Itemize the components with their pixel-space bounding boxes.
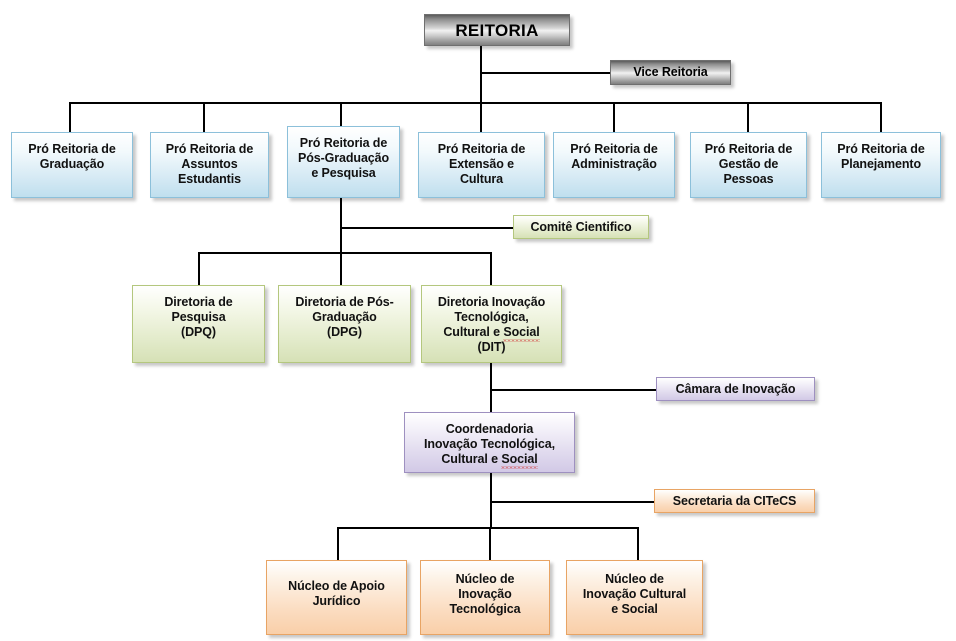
connector-camara [490, 389, 656, 391]
connector-drop-dpq [198, 252, 200, 285]
connector-reitoria-trunk [480, 45, 482, 103]
node-pro-reitoria-pos-graduacao-pesquisa[interactable]: Pró Reitoria de Pós-Graduação e Pesquisa [287, 126, 400, 198]
connector-coordenadoria-trunk [490, 473, 492, 528]
node-pro-reitoria-extensao-cultura[interactable]: Pró Reitoria de Extensão e Cultura [418, 132, 545, 198]
connector-drop-extensao [480, 102, 482, 133]
node-secretaria-citecs[interactable]: Secretaria da CITeCS [654, 489, 815, 513]
connector-nucleos-bus [337, 527, 638, 529]
connector-drop-nucleo-cultural [637, 527, 639, 560]
node-coordenadoria-line3-prefix: Cultural e [441, 452, 502, 466]
node-dit-line1: Diretoria Inovação [437, 295, 546, 309]
connector-drop-pos [340, 102, 342, 133]
connector-vice-reitoria [480, 72, 611, 74]
node-pro-reitoria-gestao-pessoas[interactable]: Pró Reitoria de Gestão de Pessoas [690, 132, 807, 198]
node-diretoria-pos-graduacao-dpg[interactable]: Diretoria de Pós- Graduação (DPG) [278, 285, 411, 363]
connector-drop-nucleo-tecnologica [489, 527, 491, 560]
node-dit-line4: (DIT) [477, 340, 506, 354]
connector-pos-trunk [340, 198, 342, 286]
connector-drop-nucleo-juridico [337, 527, 339, 560]
connector-pro-reitoria-bus [69, 102, 881, 104]
connector-diretorias-bus [198, 252, 492, 254]
node-coordenadoria-line3-misspelled-word: Social [501, 452, 538, 469]
connector-drop-assuntos [203, 102, 205, 133]
node-nucleo-apoio-juridico[interactable]: Núcleo de Apoio Jurídico [266, 560, 407, 635]
connector-dit-trunk [490, 363, 492, 412]
node-nucleo-inovacao-tecnologica[interactable]: Núcleo de Inovação Tecnológica [420, 560, 550, 635]
node-reitoria[interactable]: REITORIA [424, 14, 570, 46]
node-vice-reitoria[interactable]: Vice Reitoria [610, 60, 731, 85]
node-pro-reitoria-planejamento[interactable]: Pró Reitoria de Planejamento [821, 132, 941, 198]
node-diretoria-pesquisa-dpq[interactable]: Diretoria de Pesquisa (DPQ) [132, 285, 265, 363]
connector-drop-graduacao [69, 102, 71, 133]
node-nucleo-inovacao-cultural-social[interactable]: Núcleo de Inovação Cultural e Social [566, 560, 703, 635]
node-dit-line3-misspelled-word: Social [503, 325, 540, 342]
node-pro-reitoria-assuntos-estudantis[interactable]: Pró Reitoria de Assuntos Estudantis [150, 132, 269, 198]
connector-comite [340, 227, 513, 229]
connector-drop-gestao [747, 102, 749, 133]
node-dit-line2: Tecnológica, [454, 310, 529, 324]
node-coordenadoria-line1: Coordenadoria [445, 422, 534, 436]
connector-drop-planejamento [880, 102, 882, 133]
connector-drop-dpg [340, 252, 342, 285]
connector-secretaria [490, 501, 654, 503]
node-pro-reitoria-administracao[interactable]: Pró Reitoria de Administração [553, 132, 675, 198]
node-pro-reitoria-graduacao[interactable]: Pró Reitoria de Graduação [11, 132, 133, 198]
node-camara-de-inovacao[interactable]: Câmara de Inovação [656, 377, 815, 401]
connector-drop-dit [490, 252, 492, 285]
connector-drop-admin [613, 102, 615, 133]
node-dit-line3-prefix: Cultural e [443, 325, 504, 339]
node-coordenadoria-line2: Inovação Tecnológica, [423, 437, 556, 451]
node-comite-cientifico[interactable]: Comitê Cientifico [513, 215, 649, 239]
